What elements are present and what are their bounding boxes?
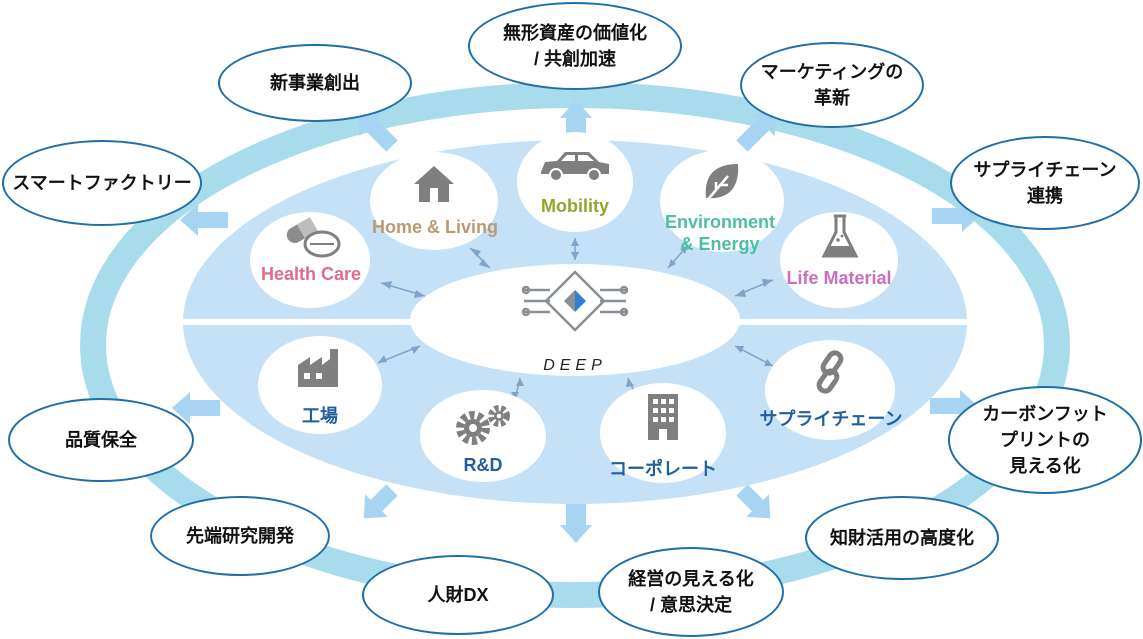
- outcome-ip-utilization: 知財活用の高度化: [805, 496, 999, 580]
- outcome-line: 先端研究開発: [186, 525, 294, 546]
- outcome-smart-factory: スマートファクトリー: [2, 140, 202, 226]
- deep-logo-icon: [521, 270, 629, 332]
- outcome-line: スマートファクトリー: [12, 172, 192, 193]
- domain-label-rnd: R&D: [463, 455, 503, 475]
- domain-life-material: [780, 212, 898, 308]
- pills-icon: [286, 217, 341, 258]
- outcome-line: / 共創加速: [533, 49, 616, 69]
- outcome-line: サプライチェーン: [973, 159, 1117, 180]
- flask-icon: [821, 214, 859, 258]
- outcome-marketing: マーケティングの 革新: [740, 42, 924, 128]
- outcome-line: カーボンフット: [982, 403, 1108, 424]
- domain-mobility: [517, 132, 633, 232]
- env-line1: Environment: [664, 212, 775, 232]
- outcome-management-visibility: 経営の見える化 / 意思決定: [598, 547, 784, 637]
- outcome-hr-dx: 人財DX: [362, 555, 554, 635]
- outcome-line: 見える化: [1009, 456, 1081, 477]
- office-building-icon: [648, 394, 678, 440]
- outcome-line: 知財活用の高度化: [830, 527, 974, 548]
- leaf-icon: [703, 164, 739, 205]
- factory-icon: [298, 349, 338, 387]
- outcome-line: マーケティングの: [760, 61, 904, 82]
- domain-label-life-material: Life Material: [786, 268, 892, 288]
- outward-arrows: [172, 100, 980, 543]
- outcome-carbon-footprint: カーボンフット プリントの 見える化: [948, 386, 1142, 494]
- outcome-new-business: 新事業創出: [218, 44, 412, 122]
- center-label: DEEP: [543, 357, 607, 374]
- domain-label-factory: 工場: [302, 406, 338, 426]
- outcome-line: 経営の見える化: [628, 568, 754, 589]
- outcome-supply-chain-link: サプライチェーン 連携: [950, 136, 1140, 230]
- outcome-line: プリントの: [1000, 429, 1090, 450]
- outcome-intangible-assets: 無形資産の価値化 / 共創加速: [468, 2, 682, 90]
- outcome-quality: 品質保全: [8, 398, 194, 482]
- outcome-line: 革新: [814, 88, 850, 108]
- outer-ring: [80, 82, 1070, 608]
- gears-icon: [456, 405, 510, 445]
- domain-label-supply-chain: サプライチェーン: [759, 409, 903, 429]
- outcome-line: 無形資産の価値化: [503, 22, 647, 43]
- outcome-line: 品質保全: [65, 429, 137, 450]
- outcome-line: 人財DX: [427, 584, 489, 605]
- house-icon: [414, 166, 454, 202]
- domain-label-corporate: コーポレート: [609, 459, 717, 479]
- outcome-advanced-research: 先端研究開発: [150, 496, 330, 576]
- domain-label-health-care: Health Care: [260, 264, 362, 284]
- car-icon: [541, 152, 609, 182]
- outcome-line: / 意思決定: [649, 595, 732, 615]
- domain-label-environment-energy: Environment & Energy: [630, 212, 810, 255]
- env-line2: & Energy: [680, 233, 760, 254]
- outcome-line: 連携: [1026, 186, 1063, 206]
- outcome-line: 新事業創出: [270, 72, 360, 93]
- center-ellipse: [410, 264, 740, 376]
- domain-label-mobility: Mobility: [541, 196, 609, 216]
- domain-label-home-living: Home & Living: [371, 217, 498, 237]
- chain-link-icon: [816, 350, 844, 394]
